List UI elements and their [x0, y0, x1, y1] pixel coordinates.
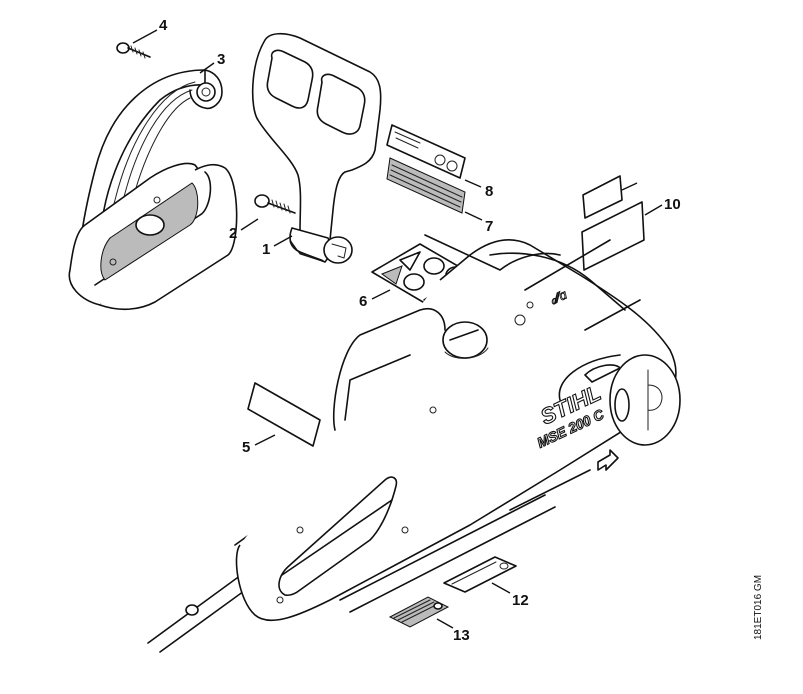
callout-2: 2	[229, 218, 259, 242]
svg-text:7: 7	[485, 218, 493, 235]
callout-13: 13	[436, 618, 470, 644]
screw-part-2[interactable]	[254, 194, 296, 214]
callout-12: 12	[491, 582, 529, 609]
callout-4: 4	[132, 17, 168, 44]
hand-guard-part[interactable]	[68, 69, 238, 311]
callout-8: 8	[464, 179, 493, 200]
drawing-reference-code: 181ET016 GM	[753, 574, 764, 640]
label-part-13[interactable]	[388, 596, 450, 628]
labels-part-10[interactable]	[581, 175, 645, 271]
svg-text:12: 12	[512, 592, 529, 609]
label-part-5[interactable]	[247, 382, 321, 447]
callout-5: 5	[242, 434, 276, 456]
svg-text:10: 10	[664, 196, 681, 213]
chainsaw-housing: ℴ⁄⁄ɑ	[147, 234, 681, 653]
callout-6: 6	[359, 289, 391, 310]
svg-text:6: 6	[359, 293, 367, 310]
label-part-7[interactable]	[386, 157, 466, 214]
stihl-logo: STIHL MSE 200 C	[534, 379, 608, 451]
callout-10: 10	[621, 182, 681, 216]
handle-part[interactable]	[251, 32, 382, 264]
label-part-12[interactable]	[443, 556, 517, 593]
warning-label-part-8[interactable]	[386, 124, 466, 179]
svg-text:2: 2	[229, 225, 237, 242]
svg-text:4: 4	[159, 17, 168, 34]
svg-text:13: 13	[453, 627, 470, 644]
svg-text:5: 5	[242, 439, 250, 456]
callout-1: 1	[262, 235, 293, 258]
screw-part-4[interactable]	[116, 42, 151, 59]
callout-7: 7	[464, 211, 493, 235]
svg-text:3: 3	[217, 51, 225, 68]
svg-text:1: 1	[262, 241, 270, 258]
svg-text:8: 8	[485, 183, 493, 200]
callout-3: 3	[199, 51, 225, 74]
